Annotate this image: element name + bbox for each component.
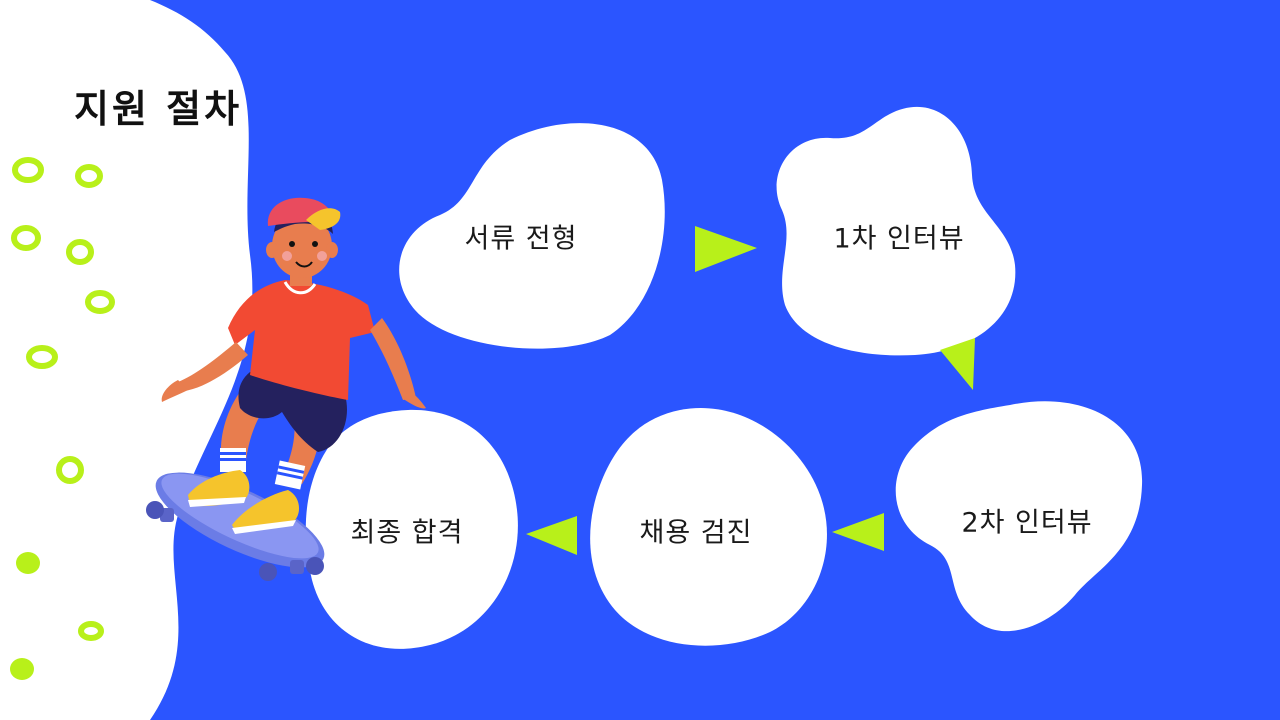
step-label-4: 채용 검진 xyxy=(639,517,753,549)
ring-decoration xyxy=(26,345,58,369)
step-bubble-2 xyxy=(776,106,1016,356)
step-bubble-3 xyxy=(895,401,1143,632)
ring-decoration xyxy=(11,225,41,251)
step-bubble-5 xyxy=(305,409,518,649)
ring-decoration xyxy=(12,157,44,183)
face xyxy=(272,214,332,278)
step-bubble-1 xyxy=(399,123,665,349)
shoe xyxy=(188,470,250,507)
ring-decoration xyxy=(85,290,115,314)
decorative-rings xyxy=(11,157,115,641)
arrow-left-icon xyxy=(526,516,577,555)
skateboard-wheel xyxy=(259,563,277,581)
skateboarder-illustration xyxy=(146,197,426,581)
step-label-2: 1차 인터뷰 xyxy=(833,223,965,255)
dot-decoration xyxy=(10,658,34,680)
skateboard-wheel xyxy=(306,557,324,575)
step-label-1: 서류 전형 xyxy=(464,223,578,255)
shoe xyxy=(232,490,300,531)
ring-decoration xyxy=(66,239,94,265)
red-shirt xyxy=(228,280,375,400)
arrow-down-icon xyxy=(940,338,975,390)
page-title: 지원 절차 xyxy=(74,87,243,131)
step-bubble-4 xyxy=(590,407,827,646)
ring-decoration xyxy=(78,621,104,641)
step-label-5: 최종 합격 xyxy=(350,517,464,549)
ring-decoration xyxy=(75,164,103,188)
skateboard-wheel xyxy=(146,501,164,519)
arrow-right-icon xyxy=(695,226,757,272)
decorative-dots xyxy=(10,552,40,680)
ring-decoration xyxy=(56,456,84,484)
dot-decoration xyxy=(16,552,40,574)
arrow-left-icon xyxy=(832,513,884,551)
step-label-3: 2차 인터뷰 xyxy=(961,507,1093,539)
